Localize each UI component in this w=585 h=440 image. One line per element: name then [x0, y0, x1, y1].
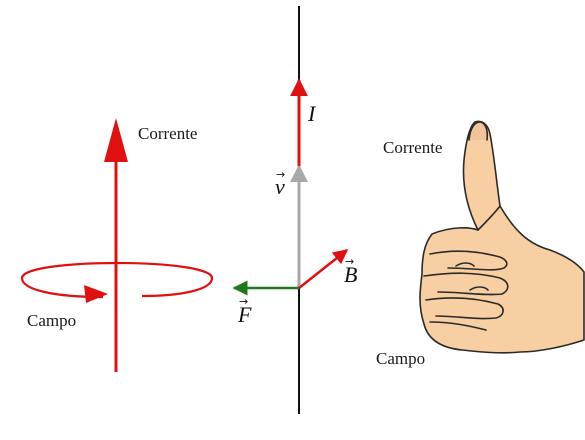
- current-arrow-head: [104, 118, 128, 162]
- left-field-diagram: Corrente Campo: [20, 118, 214, 372]
- field-symbol: B: [344, 262, 357, 287]
- hand-current-label: Corrente: [383, 138, 442, 157]
- hand-field-label: Campo: [376, 349, 425, 368]
- force-symbol: F: [237, 302, 252, 327]
- field-vector-arrow: →: [345, 255, 354, 268]
- center-vector-diagram: I v → B → F →: [232, 6, 357, 414]
- field-vector: [298, 249, 349, 289]
- velocity-vector-arrow: →: [276, 168, 285, 181]
- hand-finger-creases: [423, 250, 509, 331]
- velocity-symbol: v: [275, 174, 285, 199]
- hand-thumbnail: [468, 121, 489, 141]
- force-vector-arrow: →: [239, 295, 248, 308]
- current-label: Corrente: [138, 124, 197, 143]
- right-hand-icon: Corrente Campo: [376, 120, 585, 368]
- field-label: Campo: [27, 311, 76, 330]
- field-arrow-head: [84, 285, 108, 303]
- field-loop-front-right: [141, 277, 214, 298]
- current-symbol: I: [307, 101, 317, 126]
